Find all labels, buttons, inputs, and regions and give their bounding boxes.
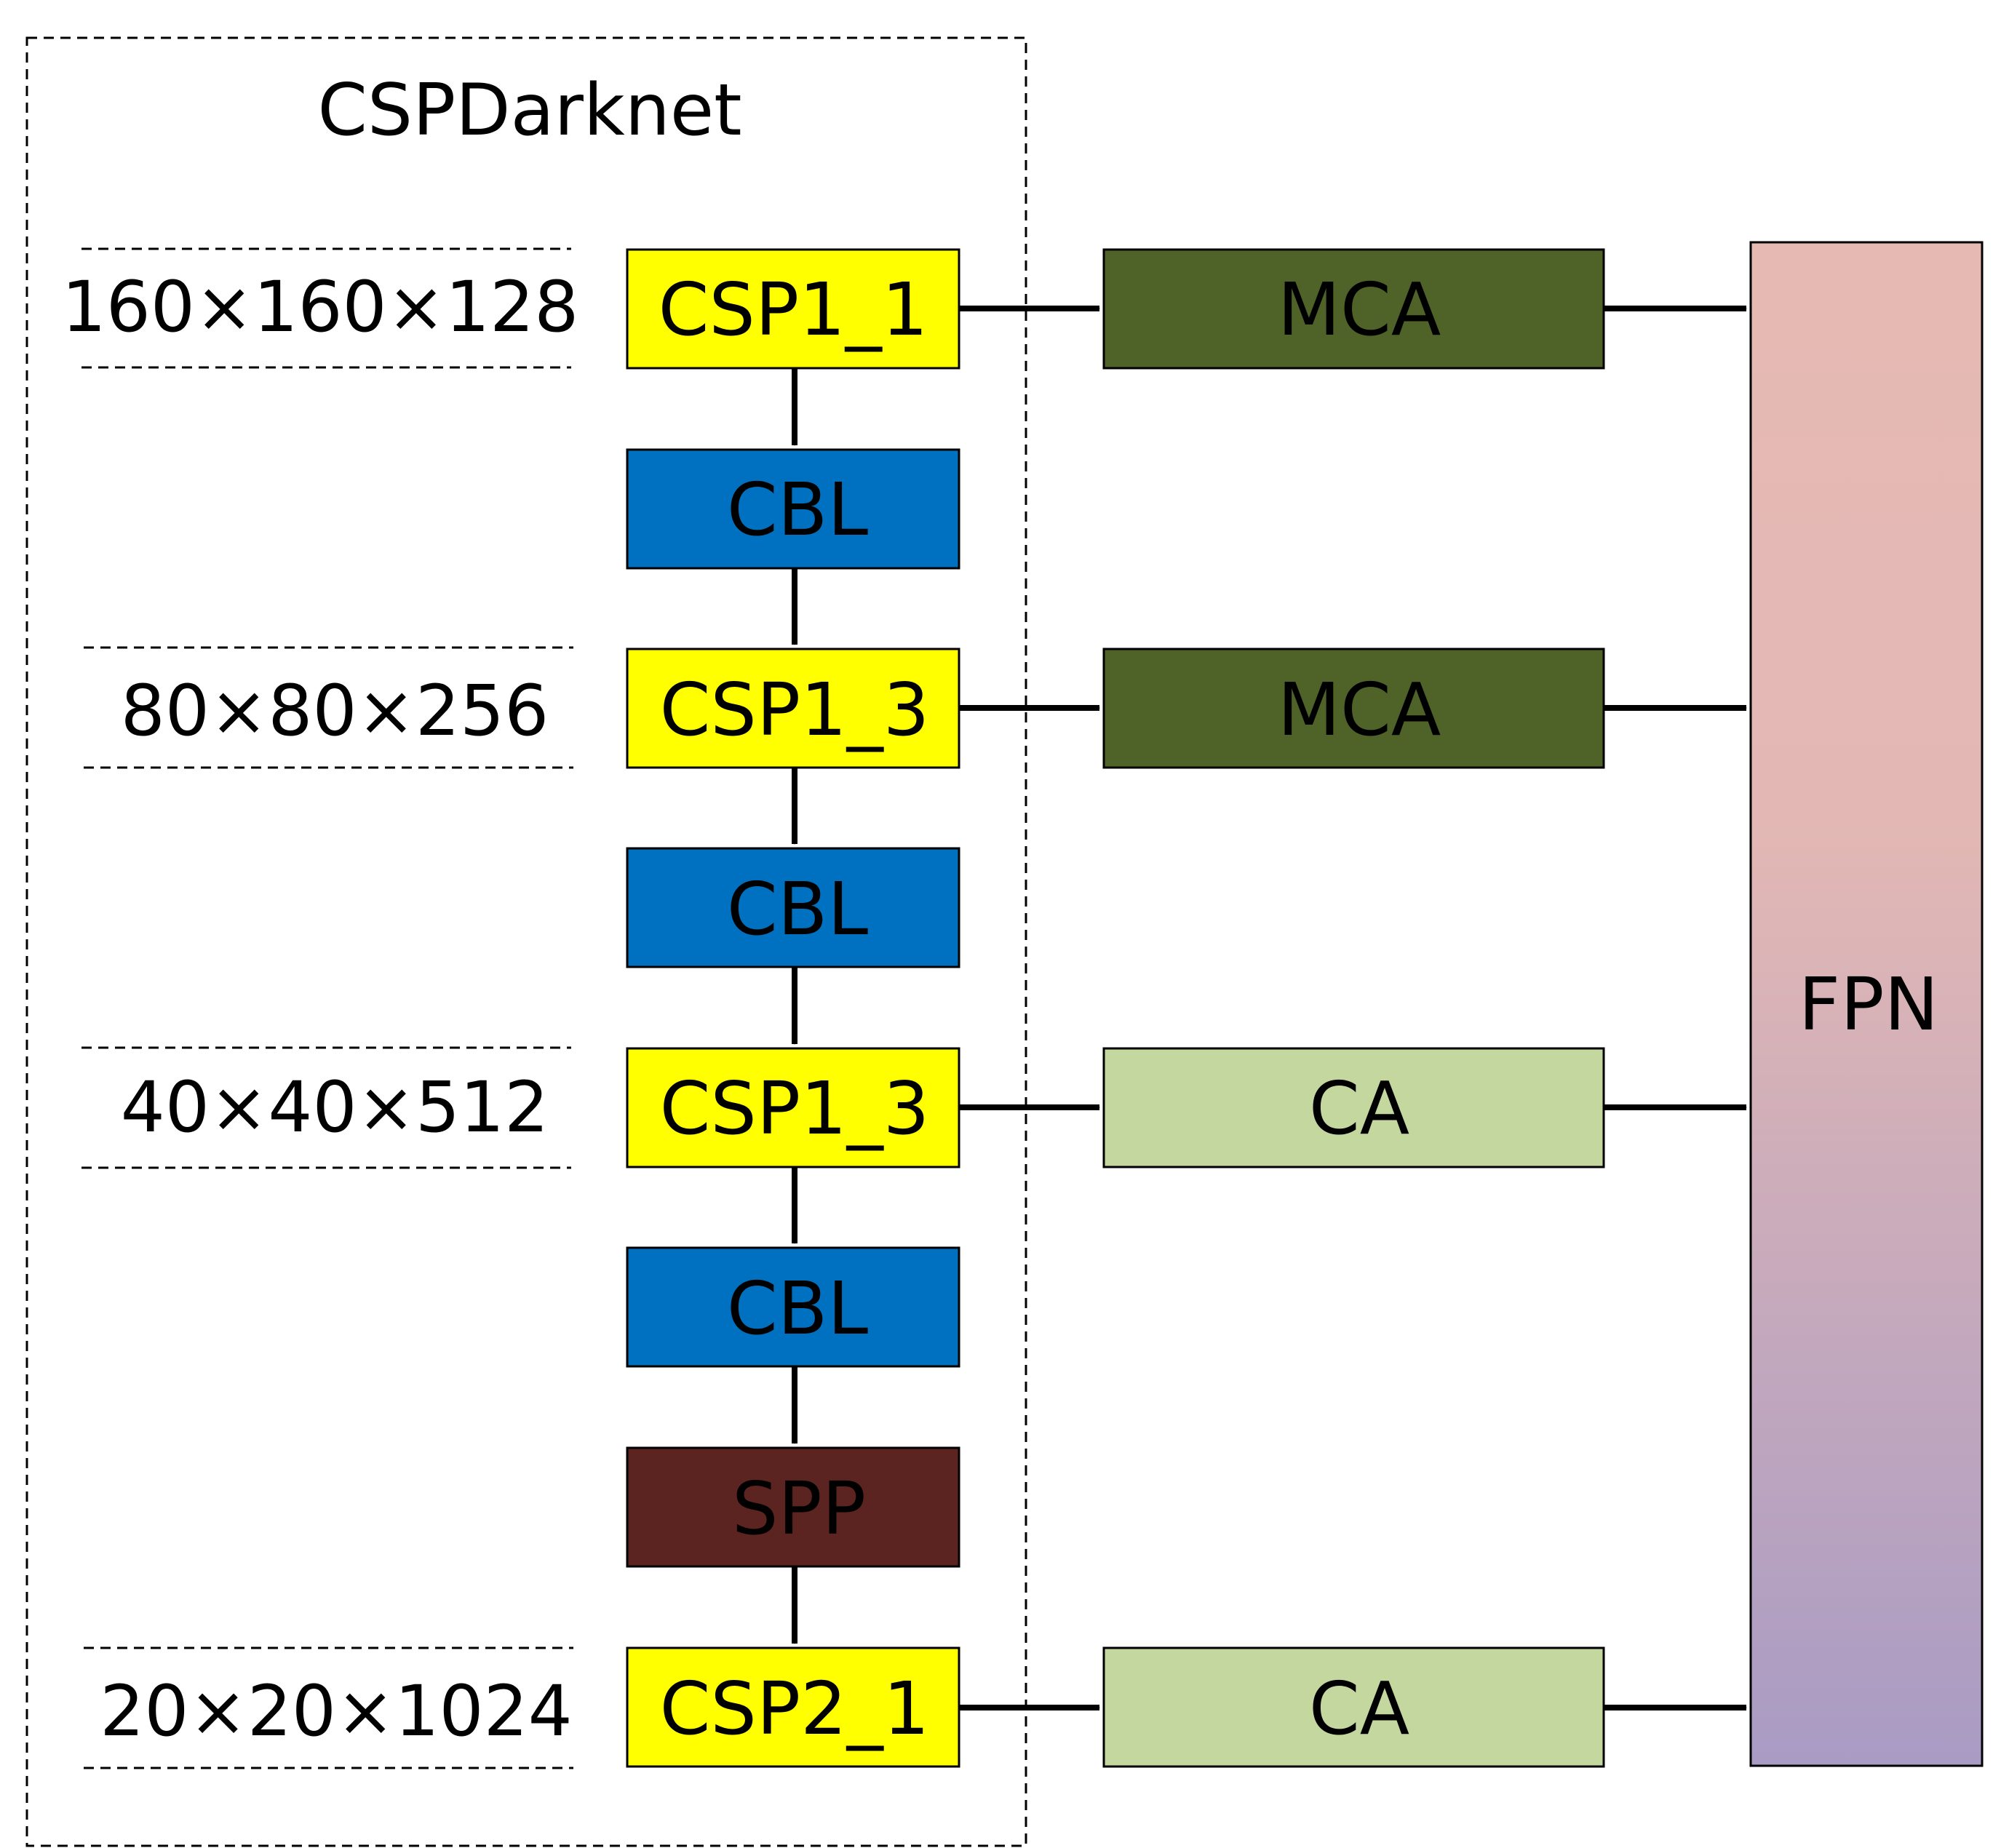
block-bg	[626, 1047, 960, 1168]
block-label: CBL	[727, 1266, 868, 1351]
backbone-block-cbl-3: CBL	[626, 1246, 960, 1368]
block-bg	[626, 1246, 960, 1368]
block-label: CSP1_1	[659, 267, 928, 352]
backbone-block-csp1-1: CSP1_1	[626, 248, 960, 370]
block-bg	[1102, 248, 1605, 370]
block-label: CSP1_3	[660, 1066, 930, 1151]
backbone-title: CSPDarknet	[317, 69, 741, 152]
attention-block-mca-2: MCA	[1102, 648, 1605, 769]
block-bg	[626, 448, 960, 570]
block-label: CA	[1309, 1666, 1409, 1751]
block-bg	[626, 1646, 960, 1768]
dim-label-group-2: 40×40×512	[81, 1046, 571, 1169]
dim-label: 80×80×256	[121, 670, 549, 752]
block-label: CBL	[727, 867, 868, 952]
block-bg	[1102, 648, 1605, 769]
backbone-block-csp2-1: CSP2_1	[626, 1646, 960, 1768]
horizontal-arrows	[959, 306, 1747, 1710]
dim-label: 20×20×1024	[100, 1670, 573, 1752]
backbone-block-cbl-1: CBL	[626, 448, 960, 570]
block-label: CSP1_3	[660, 667, 930, 752]
backbone-block-csp1-3-b: CSP1_3	[626, 1047, 960, 1168]
attention-block-mca-1: MCA	[1102, 248, 1605, 370]
block-bg	[1102, 1047, 1605, 1168]
attention-block-ca-2: CA	[1102, 1646, 1605, 1768]
dim-label-group-3: 20×20×1024	[84, 1646, 573, 1769]
block-label: MCA	[1278, 267, 1441, 352]
block-bg	[626, 248, 960, 370]
block-label: CA	[1309, 1066, 1409, 1151]
block-label: CSP2_1	[660, 1666, 930, 1751]
backbone-container	[25, 36, 1027, 1847]
block-label: CBL	[727, 467, 868, 552]
backbone-block-cbl-2: CBL	[626, 847, 960, 968]
fpn-bg	[1749, 241, 1984, 1767]
fpn-block: FPN	[1749, 241, 1984, 1767]
dim-label-group-1: 80×80×256	[84, 646, 573, 769]
backbone-block-spp: SPP	[626, 1446, 960, 1568]
attention-block-ca-1: CA	[1102, 1047, 1605, 1168]
dim-label: 40×40×512	[121, 1067, 549, 1148]
block-bg	[626, 847, 960, 968]
block-label: MCA	[1278, 667, 1441, 752]
fpn-label: FPN	[1799, 962, 1939, 1047]
block-label: SPP	[732, 1466, 866, 1551]
block-bg	[626, 648, 960, 769]
block-bg	[1102, 1646, 1605, 1768]
backbone-block-csp1-3-a: CSP1_3	[626, 648, 960, 769]
dim-label: 160×160×128	[62, 266, 579, 348]
dim-label-group-0: 160×160×128	[62, 247, 579, 369]
